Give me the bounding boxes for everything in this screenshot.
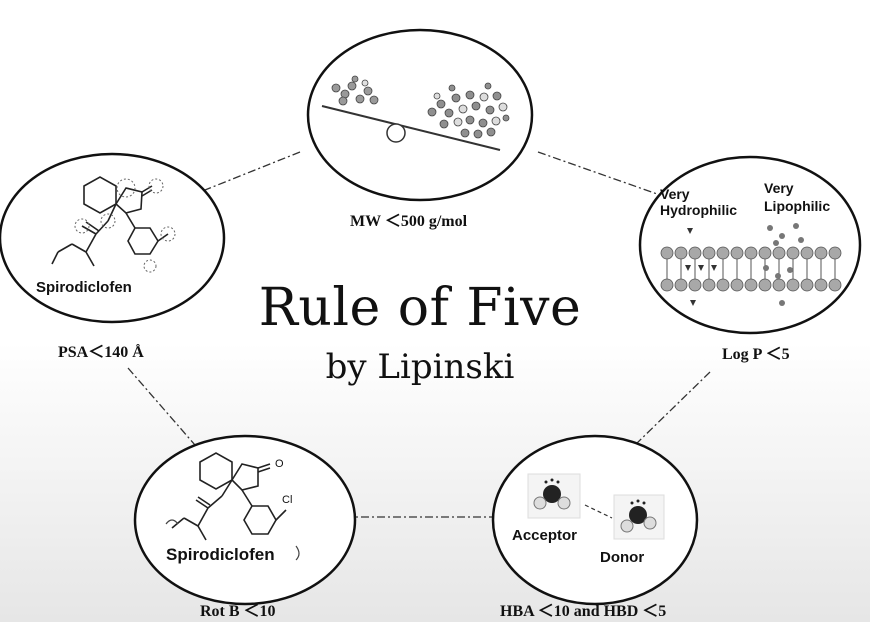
donor-water-molecule [620, 499, 657, 533]
donor-label: Donor [600, 549, 645, 566]
bilayer-bottom-heads [660, 278, 842, 292]
balance-fulcrum [386, 123, 406, 143]
rotb-ellipse [133, 434, 357, 606]
connector-psa-rotb [127, 367, 196, 446]
very-hydrophilic-label-line2: Hydrophilic [660, 202, 738, 218]
lipid-bilayer [660, 246, 842, 292]
logp-criterion-label: Log P ＜5 [722, 346, 790, 363]
hb-ellipse [491, 434, 699, 606]
rotb-oxygen-atom: O [275, 458, 284, 470]
balance-beam [321, 105, 501, 151]
mw-criterion-label: MW ＜500 g/mol [350, 213, 468, 230]
rotb-chlorine-atom: Cl [282, 494, 293, 506]
lipophilic-dots [763, 223, 804, 306]
rotb-lactone-ring [230, 463, 259, 491]
psa-criterion-label: PSA＜140 Å [58, 344, 144, 361]
hydrogen-bond-line [584, 504, 613, 519]
very-hydrophilic-label-line1: Very [660, 186, 690, 202]
psa-node [0, 152, 226, 324]
connector-lines [127, 151, 711, 518]
hb-criterion-label: HBA ＜10 and HBD ＜5 [500, 603, 667, 620]
acceptor-label: Acceptor [512, 527, 578, 544]
mw-node [306, 28, 534, 202]
rotb-node [133, 434, 357, 606]
diagram-title: Rule of Five [258, 278, 582, 338]
hydrophilic-arrows [685, 228, 717, 306]
bilayer-top-heads [660, 246, 842, 260]
logp-node [638, 155, 862, 335]
logp-ellipse [638, 155, 862, 335]
rotatable-bond-markers [165, 519, 300, 561]
connector-logp-hb [634, 371, 711, 446]
diagram-subtitle: by Lipinski [325, 347, 515, 387]
connector-mw-psa [189, 151, 301, 197]
connector-mw-logp [537, 151, 661, 196]
mw-ellipse [306, 28, 534, 202]
small-molecule-cluster [331, 75, 379, 106]
aryl-ring [127, 227, 159, 255]
lactone-ring [114, 187, 143, 214]
spirodiclofen-structure-rotb [171, 452, 287, 541]
hb-node [491, 434, 699, 606]
very-lipophilic-label-line2: Lipophilic [764, 198, 831, 214]
psa-molecule-name: Spirodiclofen [36, 279, 132, 296]
rotb-criterion-label: Rot B ＜10 [200, 603, 276, 620]
very-lipophilic-label-line1: Very [764, 180, 794, 196]
large-molecule-cluster [427, 82, 510, 139]
polar-surface-markers [74, 178, 176, 273]
acceptor-water-molecule [533, 478, 571, 510]
psa-ellipse [0, 152, 226, 324]
rotb-molecule-name: Spirodiclofen [166, 545, 275, 564]
rotb-aryl-ring [243, 505, 277, 535]
